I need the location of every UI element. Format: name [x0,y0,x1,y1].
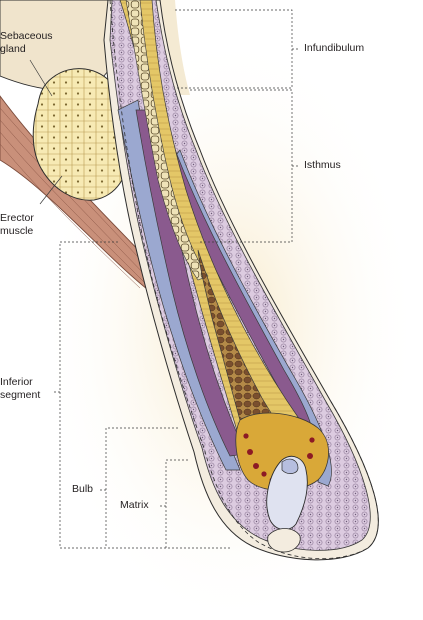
papilla-tip [281,458,299,474]
label-isthmus: Isthmus [304,159,341,171]
inferior-segment-bracket [52,241,230,549]
erector-muscle-fibers [0,107,151,289]
papilla-stalk [267,528,301,553]
erector-leader [39,175,63,205]
label-infundibulum: Infundibulum [304,42,365,54]
label-leader-lines [29,9,300,549]
matrix-bracket [158,459,188,548]
infundibulum-bracket [175,9,300,89]
label-sebaceous-gland: Sebaceous gland [0,30,53,55]
sebaceous-leader [29,59,53,97]
label-erector-muscle: Erector muscle [0,212,34,237]
hair-medulla-ladder [125,0,209,281]
bulb-bracket [98,427,178,548]
connective-tissue-sheath [109,0,379,560]
isthmus-bracket [190,89,300,243]
label-inferior-segment: Inferior segment [0,376,41,401]
label-bulb: Bulb [72,483,94,495]
label-matrix: Matrix [120,499,149,511]
